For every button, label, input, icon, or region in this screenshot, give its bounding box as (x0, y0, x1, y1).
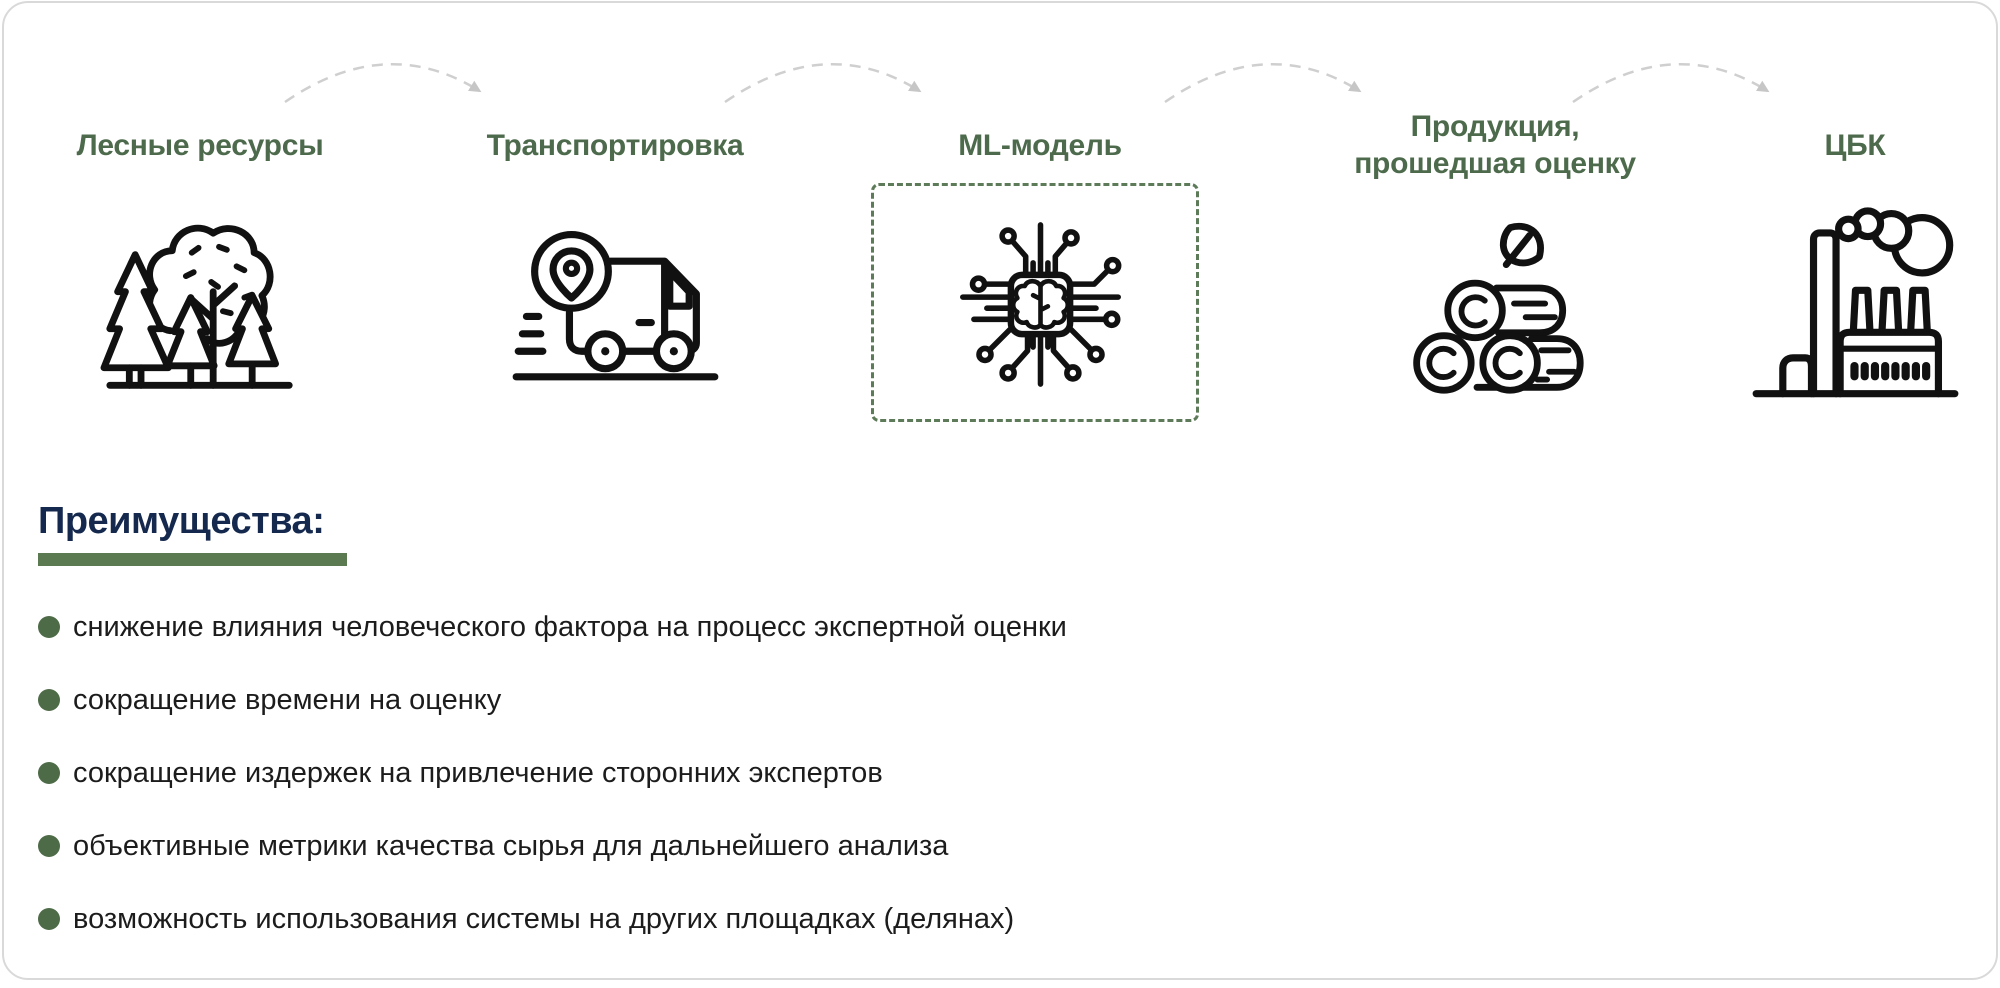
stage-ml-model: ML-модель (890, 100, 1190, 397)
logs-icon (1345, 214, 1645, 399)
stage-label: Продукция, прошедшая оценку (1354, 110, 1636, 180)
forest-icon (55, 202, 345, 397)
bullet-icon (38, 835, 60, 857)
advantage-item: снижение влияния человеческого фактора н… (38, 610, 1067, 644)
advantage-text: возможность использования системы на дру… (73, 902, 1015, 935)
advantage-text: сокращение времени на оценку (73, 683, 502, 716)
bullet-icon (38, 616, 60, 638)
advantage-text: снижение влияния человеческого фактора н… (73, 610, 1067, 643)
ml-model-highlight-box (871, 183, 1199, 422)
ml-chip-icon (890, 212, 1190, 397)
advantages-list: снижение влияния человеческого фактора н… (38, 610, 1067, 975)
advantage-text: объективные метрики качества сырья для д… (73, 829, 949, 862)
stage-label: Лесные ресурсы (76, 128, 324, 162)
stage-transportation: Транспортировка (465, 100, 765, 384)
advantage-item: возможность использования системы на дру… (38, 902, 1067, 936)
advantage-text: сокращение издержек на привлечение сторо… (73, 756, 883, 789)
advantage-item: объективные метрики качества сырья для д… (38, 829, 1067, 863)
advantage-item: сокращение времени на оценку (38, 683, 1067, 717)
factory-icon (1730, 196, 1980, 401)
stage-label: Транспортировка (486, 128, 744, 162)
stage-label: ЦБК (1824, 128, 1886, 162)
bullet-icon (38, 908, 60, 930)
truck-icon (465, 210, 765, 384)
advantage-item: сокращение издержек на привлечение сторо… (38, 756, 1067, 790)
stage-pulp-paper-mill: ЦБК (1730, 100, 1980, 401)
stage-evaluated-products: Продукция, прошедшая оценку (1345, 100, 1645, 399)
stage-label: ML-модель (958, 128, 1122, 162)
stage-forest-resources: Лесные ресурсы (55, 100, 345, 397)
bullet-icon (38, 689, 60, 711)
advantages-title: Преимущества: (38, 500, 325, 542)
bullet-icon (38, 762, 60, 784)
title-underline (38, 553, 347, 566)
